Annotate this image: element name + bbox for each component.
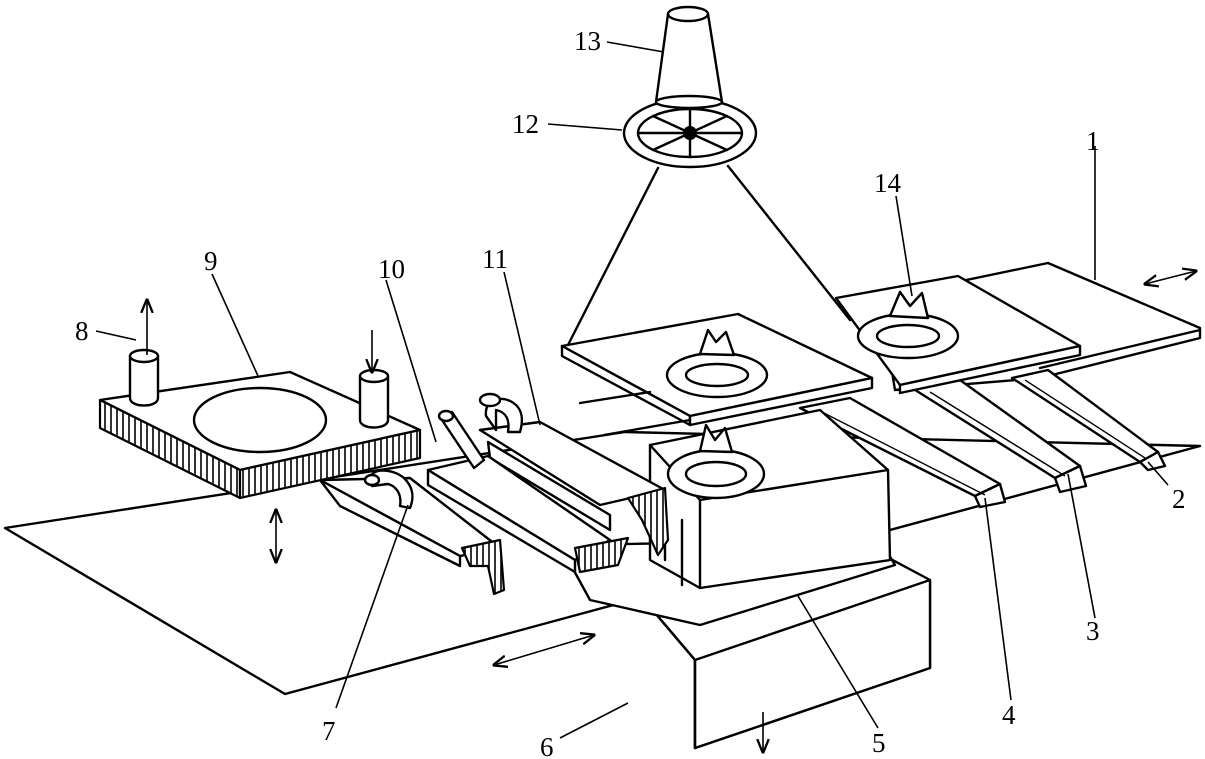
light-ray-left: [566, 166, 660, 347]
guide-line-2: [602, 418, 692, 437]
label-13: 13: [574, 26, 601, 56]
rail-4: [798, 396, 1007, 509]
label-12: 12: [512, 109, 539, 139]
leader-lines: [95, 41, 1169, 739]
upper-die: [98, 348, 422, 500]
lamp-housing: [654, 5, 724, 110]
conveyor-sheet-edge: [1038, 328, 1202, 370]
label-9: 9: [204, 246, 218, 276]
lower-die: [648, 408, 892, 590]
label-2: 2: [1172, 484, 1186, 514]
rail-2: [1010, 368, 1167, 472]
motion-arrows: [147, 271, 1196, 752]
label-5: 5: [872, 728, 886, 758]
light-ray-right: [726, 164, 852, 322]
label-1: 1: [1086, 126, 1100, 156]
lamp-reflector: [622, 97, 758, 169]
runner-left: [318, 469, 506, 596]
label-3: 3: [1086, 616, 1100, 646]
workpiece-plate: [834, 274, 1082, 395]
label-10: 10: [378, 254, 405, 284]
label-11: 11: [482, 244, 508, 274]
guide-line-1: [578, 390, 652, 405]
label-7: 7: [322, 716, 336, 746]
label-14: 14: [874, 168, 902, 198]
runner-front: [426, 409, 630, 574]
runner-rear: [478, 392, 670, 557]
label-4: 4: [1002, 700, 1016, 730]
label-8: 8: [75, 316, 89, 346]
label-6: 6: [540, 732, 554, 759]
